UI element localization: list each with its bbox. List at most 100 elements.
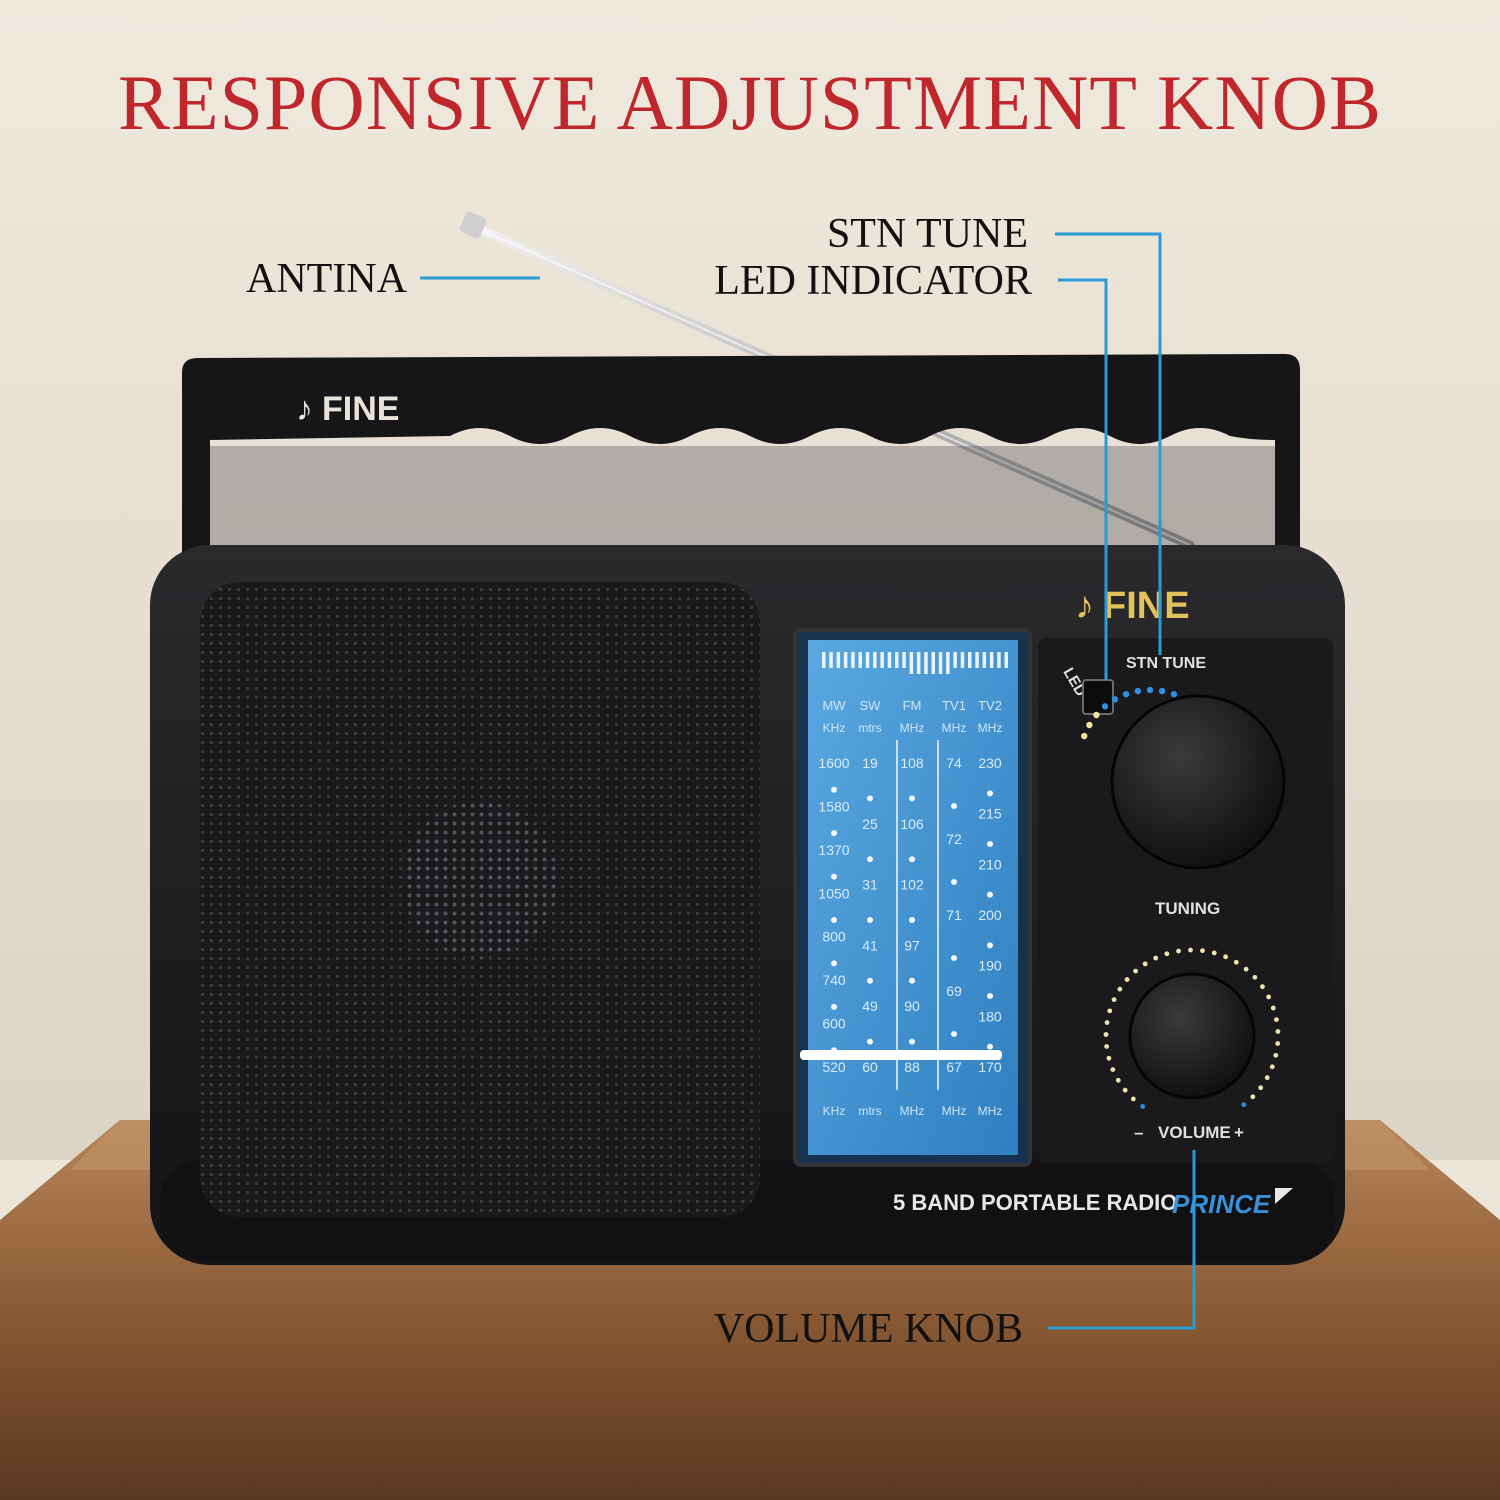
dial-scale-mark: 108	[900, 755, 924, 771]
volume-scale-dot	[1104, 1044, 1110, 1049]
tune-led-dot	[1134, 687, 1142, 695]
dial-scale-mark: 600	[822, 1016, 846, 1032]
dial-band-name: TV1	[942, 698, 966, 713]
dial-scale-mark: 1050	[818, 885, 849, 901]
tuning-knob[interactable]	[1110, 694, 1286, 870]
callout-stn-tune: STN TUNE	[826, 211, 1028, 257]
dial-dot	[831, 830, 837, 837]
dial-band-unit-top: MHz	[978, 721, 1003, 735]
page-title: RESPONSIVE ADJUSTMENT KNOB	[117, 59, 1383, 146]
dial-tick	[960, 652, 965, 668]
dial-band-unit-top: MHz	[900, 721, 925, 735]
volume-scale-dot	[1188, 947, 1193, 953]
dial-tick	[982, 652, 987, 668]
tune-led-dot	[1158, 687, 1166, 695]
led-indicator[interactable]	[1082, 679, 1114, 715]
handle-brand-text: FINE	[322, 390, 399, 428]
leader-lines	[420, 232, 1196, 1330]
volume-knob[interactable]	[1128, 972, 1256, 1100]
dial-tick	[975, 652, 979, 668]
dial-scale-mark: 19	[862, 755, 878, 771]
dial-dot	[831, 960, 837, 967]
dial-dot	[909, 856, 915, 863]
dial-scale-mark: 1580	[818, 798, 849, 814]
dial-dot	[867, 917, 873, 923]
tune-led-dot	[1170, 691, 1178, 698]
volume-scale-dot	[1117, 986, 1123, 992]
volume-scale-dot	[1264, 1075, 1270, 1081]
volume-scale-dot	[1130, 1096, 1136, 1102]
dial-tick	[924, 652, 928, 674]
dial-band-name: TV2	[978, 698, 1002, 713]
tuning-label: TUNING	[1155, 899, 1220, 918]
body-brand-text: FINE	[1103, 585, 1190, 627]
stn-tune-led-dots	[1081, 686, 1178, 740]
dial-tick	[851, 652, 855, 668]
dial-scale-mark: 180	[978, 1008, 1002, 1024]
dial-scale-mark: 25	[862, 816, 878, 832]
dial-scale-mark: 800	[822, 929, 846, 945]
dial-tick	[931, 652, 935, 674]
dial-scale-mark: 1600	[818, 755, 849, 771]
callout-led-indicator: LED INDICATOR	[714, 258, 1032, 304]
dial-tick	[938, 652, 943, 674]
dial-tick	[989, 652, 994, 668]
dial-scale-mark: 215	[978, 806, 1002, 822]
volume-scale-dots	[1103, 947, 1281, 1109]
dial-dot	[831, 917, 837, 923]
dial-band-unit-top: MHz	[942, 721, 967, 735]
tune-led-dot	[1086, 721, 1093, 729]
dial-band-unit-top: mtrs	[858, 721, 881, 735]
tune-led-dot	[1101, 703, 1109, 710]
callout-volume-knob: VOLUME KNOB	[713, 1306, 1023, 1352]
dial-band-unit-bottom: MHz	[978, 1104, 1003, 1118]
dial-scale-mark: 88	[904, 1059, 920, 1075]
dial-dot	[951, 803, 957, 809]
volume-scale-dot	[1211, 950, 1217, 956]
volume-scale-dot	[1270, 1005, 1276, 1011]
dial-scale-mark: 67	[946, 1059, 962, 1075]
dial-scale-mark: 520	[822, 1059, 846, 1075]
volume-scale-dot	[1241, 1102, 1247, 1108]
dial-scale-mark: 170	[978, 1059, 1002, 1075]
dial-scale-mark: 102	[900, 877, 924, 893]
tune-led-dot	[1111, 696, 1119, 703]
dial-scale-mark: 1370	[818, 842, 849, 858]
dial-top-ticks	[822, 652, 1008, 674]
tune-led-dot	[1093, 711, 1100, 719]
dial-dot	[987, 841, 993, 847]
volume-scale-dot	[1164, 951, 1170, 957]
dial-band-name: FM	[903, 698, 922, 713]
dial-tick	[902, 652, 906, 668]
volume-scale-dot	[1115, 1077, 1121, 1083]
stn-tune-leader	[1055, 232, 1162, 655]
dial-scale-mark: 106	[900, 816, 924, 832]
model-arrow-icon	[1275, 1188, 1293, 1204]
dial-tick	[997, 652, 1001, 668]
dial-tick	[865, 652, 870, 668]
dial-dot	[909, 977, 915, 984]
dial-tick	[858, 652, 862, 668]
dial-face	[808, 640, 1018, 1155]
dial-dot	[867, 977, 873, 984]
dial-band-unit-bottom: mtrs	[858, 1104, 881, 1118]
dial-scale-mark: 60	[862, 1059, 878, 1075]
dial-scale-mark: 97	[904, 937, 920, 953]
dial-band-name: MW	[822, 698, 846, 713]
dial-band-unit-bottom: MHz	[900, 1104, 925, 1118]
volume-scale-dot	[1258, 1085, 1264, 1091]
dial-scale-mark: 90	[904, 998, 920, 1014]
dial-scale-mark: 230	[978, 755, 1002, 771]
dial-dot	[867, 795, 873, 802]
dial-tick	[895, 652, 899, 668]
dial-scale-mark: 190	[978, 958, 1002, 974]
volume-scale-dot	[1252, 974, 1258, 980]
dial-scale-mark: 31	[862, 877, 878, 893]
volume-scale-dot	[1110, 1067, 1116, 1073]
dial-dot	[951, 1031, 957, 1037]
dial-tick	[836, 652, 841, 668]
dial-pointer	[800, 1050, 1002, 1060]
volume-scale-dot	[1122, 1087, 1128, 1093]
volume-scale-dot	[1269, 1064, 1275, 1070]
